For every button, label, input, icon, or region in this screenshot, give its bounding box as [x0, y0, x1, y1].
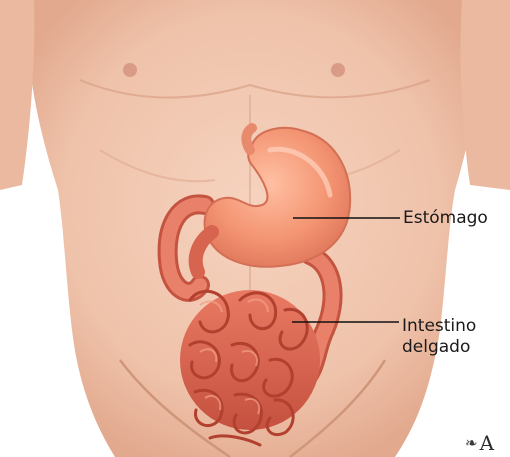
left-nipple [123, 63, 137, 77]
right-nipple [331, 63, 345, 77]
stomach-label: Estómago [403, 208, 488, 229]
left-arm [0, 0, 34, 190]
right-arm [460, 0, 510, 190]
small-intestine-label-line2: delgado [402, 337, 476, 358]
watermark-letter: A [480, 431, 494, 455]
small-intestine-label-line1: Intestino [402, 316, 476, 337]
leaf-icon: ❧ [465, 434, 478, 452]
small-intestine-label: Intestino delgado [402, 316, 476, 358]
adam-watermark: ❧ A [465, 432, 494, 454]
